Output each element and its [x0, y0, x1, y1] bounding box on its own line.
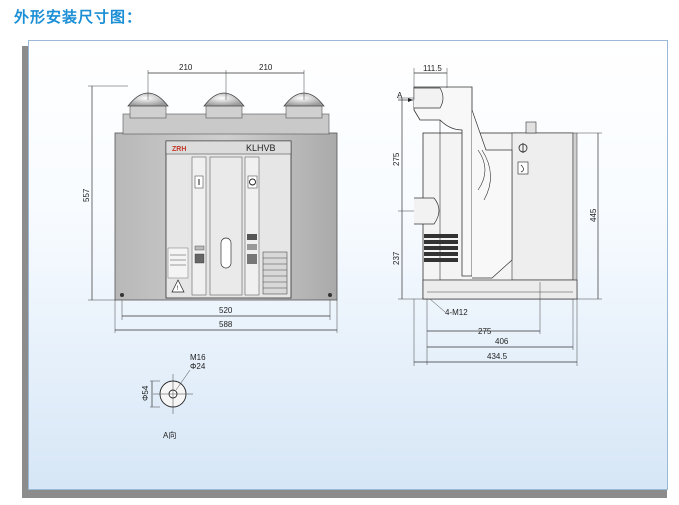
- handle-slot-icon: [220, 237, 232, 269]
- warning-icon: [171, 279, 185, 293]
- dim-side-275: 275: [478, 327, 492, 336]
- bolt-label: 4-M12: [445, 308, 468, 317]
- detail-label-phi24: Φ24: [190, 362, 206, 371]
- insulator-ribs: [424, 234, 458, 262]
- dim-top-right: 210: [259, 63, 273, 72]
- dim-side-upper: 275: [392, 152, 401, 166]
- brand-logo: ZRH: [172, 146, 186, 153]
- terminal-domes: [127, 92, 325, 119]
- dim-top-left: 210: [179, 63, 193, 72]
- dim-outer-width: 588: [219, 320, 233, 329]
- dim-side-lower: 237: [392, 251, 401, 265]
- page-title: 外形安装尺寸图：: [14, 8, 143, 26]
- detail-label-phi54: Φ54: [141, 385, 150, 401]
- detail-caption: A向: [163, 430, 176, 440]
- side-view: 111.5 A 275 237 445 4-M12 275 406 434.5: [392, 64, 602, 366]
- mount-hole-icon: [328, 293, 332, 297]
- dim-side-406: 406: [495, 337, 509, 346]
- dim-side-top: 111.5: [423, 64, 442, 73]
- section-marker-a: A: [397, 91, 403, 100]
- detail-label-m16: M16: [190, 353, 206, 362]
- nameplate-grid: [262, 251, 288, 295]
- dim-side-height: 445: [589, 208, 598, 222]
- mount-hole-icon: [120, 293, 124, 297]
- arrow-right-icon: [408, 98, 413, 102]
- detail-view-a: M16 Φ24 Φ54 A向: [141, 353, 206, 440]
- dim-front-height: 557: [82, 188, 91, 202]
- model-label: KLHVB: [246, 143, 276, 153]
- operation-switch-icon: [194, 253, 205, 264]
- dim-inner-width: 520: [219, 306, 233, 315]
- svg-text:!: !: [177, 286, 179, 292]
- indicator-off-icon: [247, 175, 258, 189]
- dim-side-434: 434.5: [487, 352, 508, 361]
- front-view: ZRH KLHVB !: [82, 63, 338, 333]
